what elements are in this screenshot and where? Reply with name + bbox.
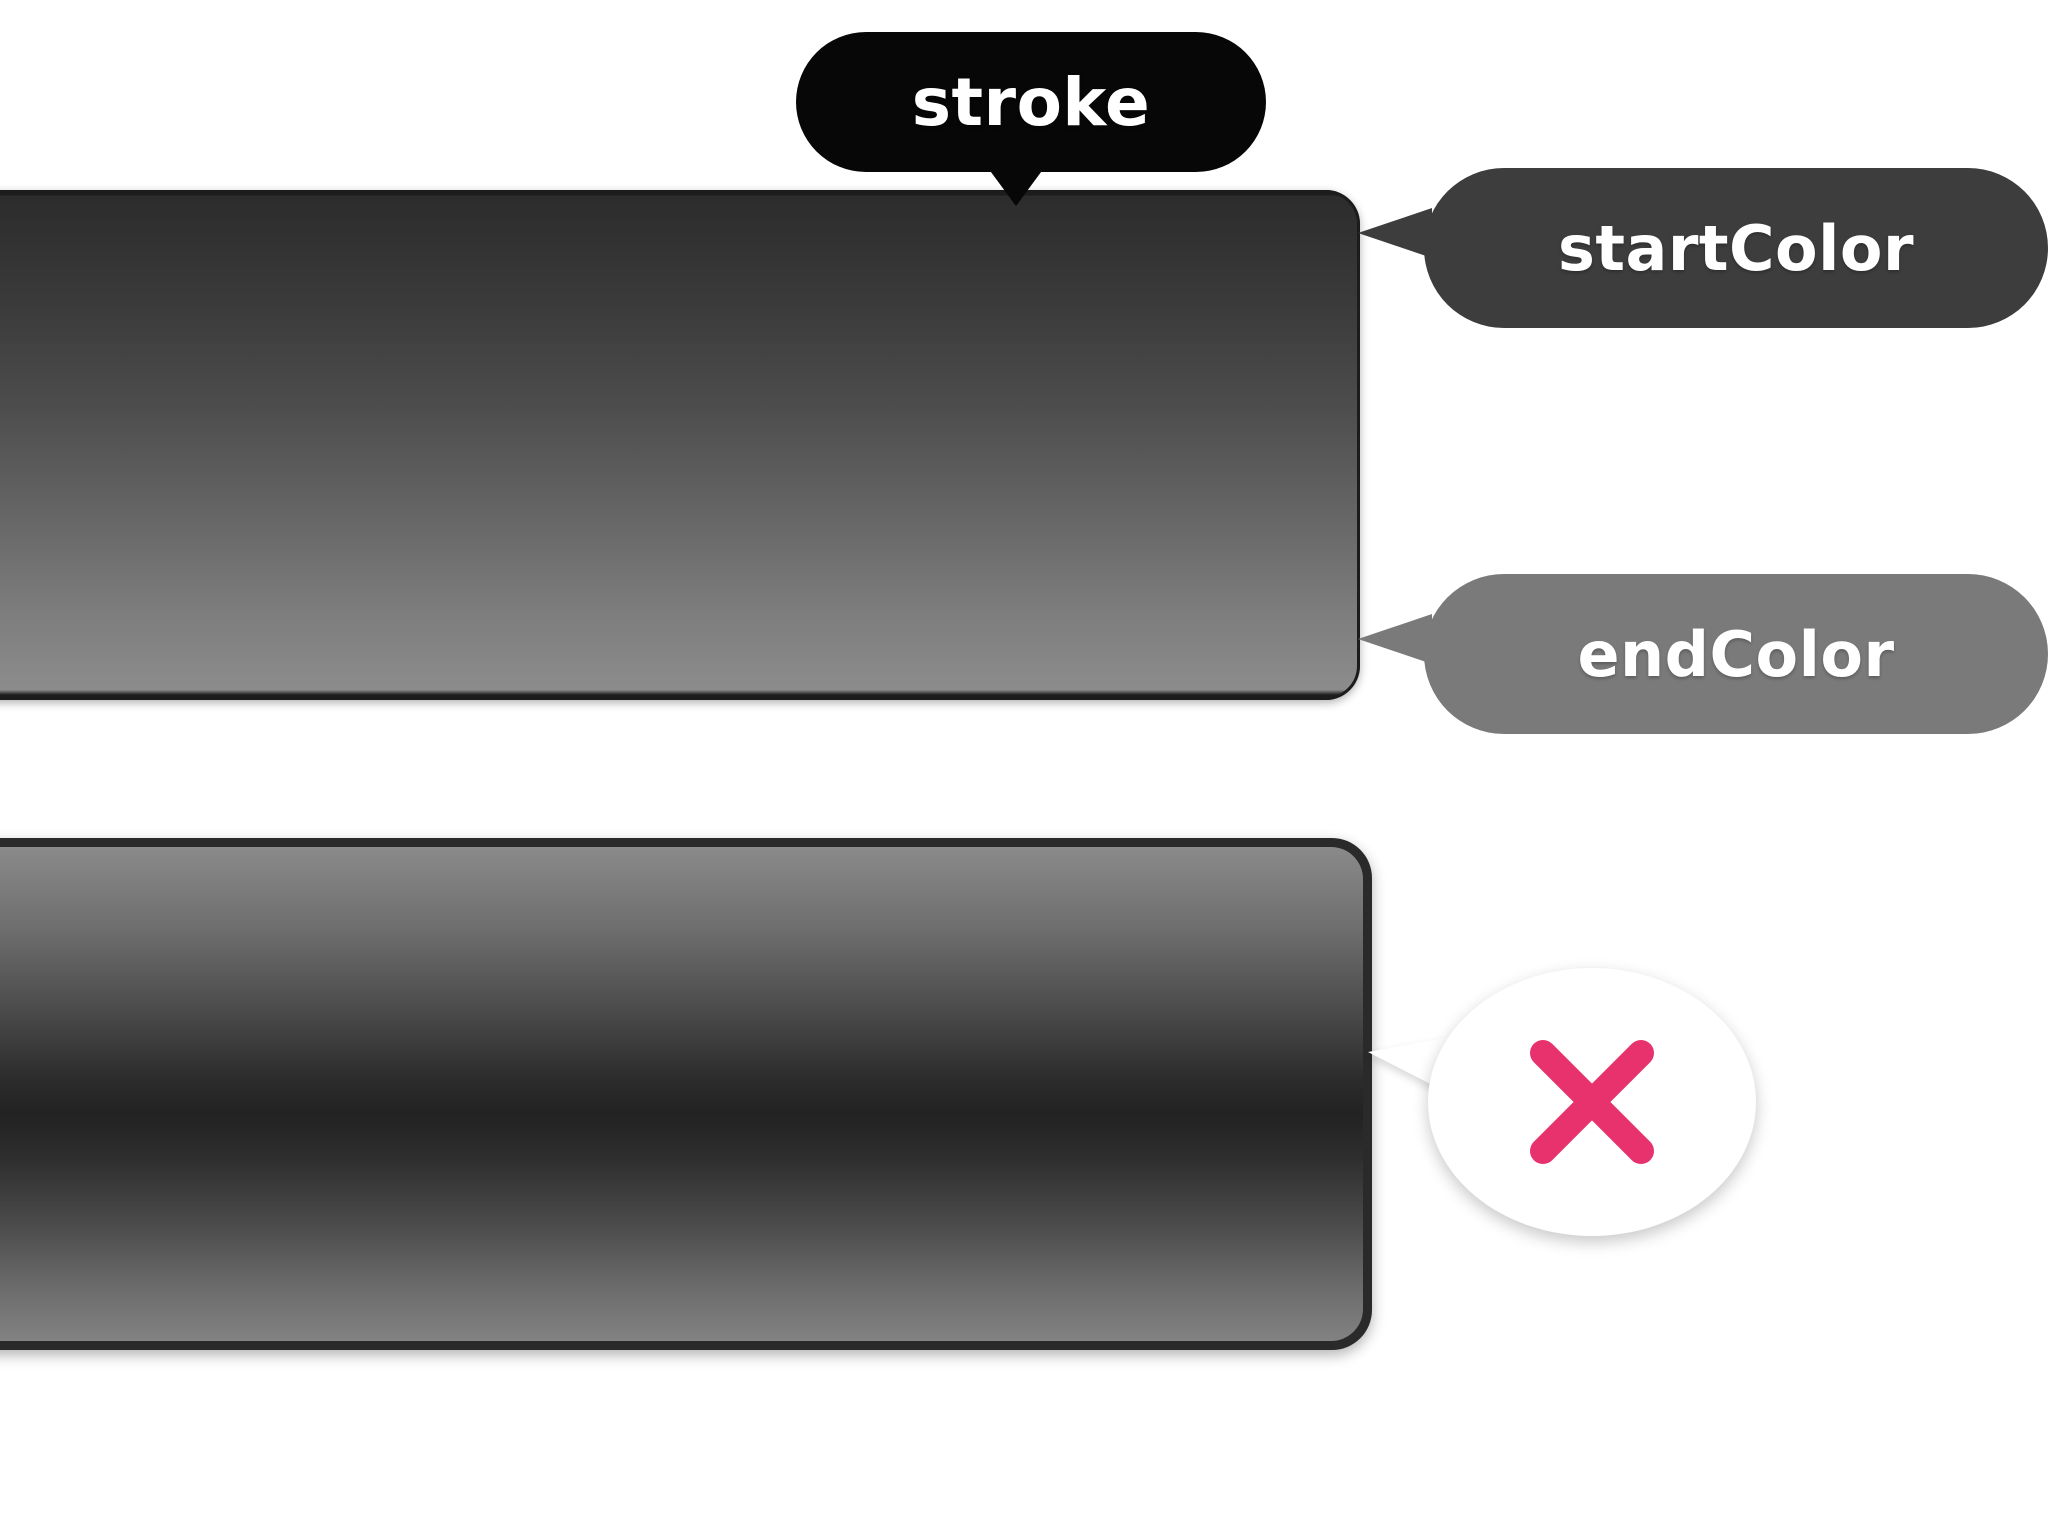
end-color-callout[interactable]: endColor bbox=[1424, 574, 2048, 734]
end-color-callout-label: endColor bbox=[1577, 617, 1895, 691]
gradient-bar-bottom bbox=[0, 838, 1372, 1350]
stroke-callout-tail bbox=[988, 168, 1044, 206]
gradient-bar-top-stroke bbox=[0, 190, 1360, 700]
x-mark-icon bbox=[1530, 1040, 1654, 1164]
stroke-callout-label: stroke bbox=[911, 63, 1151, 141]
stroke-callout[interactable]: stroke bbox=[796, 32, 1266, 172]
start-color-callout-tail bbox=[1358, 208, 1432, 258]
end-color-callout-tail bbox=[1358, 614, 1432, 664]
start-color-callout-label: startColor bbox=[1557, 211, 1915, 285]
x-mark-callout[interactable] bbox=[1428, 968, 1756, 1236]
start-color-callout[interactable]: startColor bbox=[1424, 168, 2048, 328]
gradient-bar-bottom-fill bbox=[0, 847, 1363, 1341]
gradient-bar-top bbox=[0, 190, 1360, 700]
